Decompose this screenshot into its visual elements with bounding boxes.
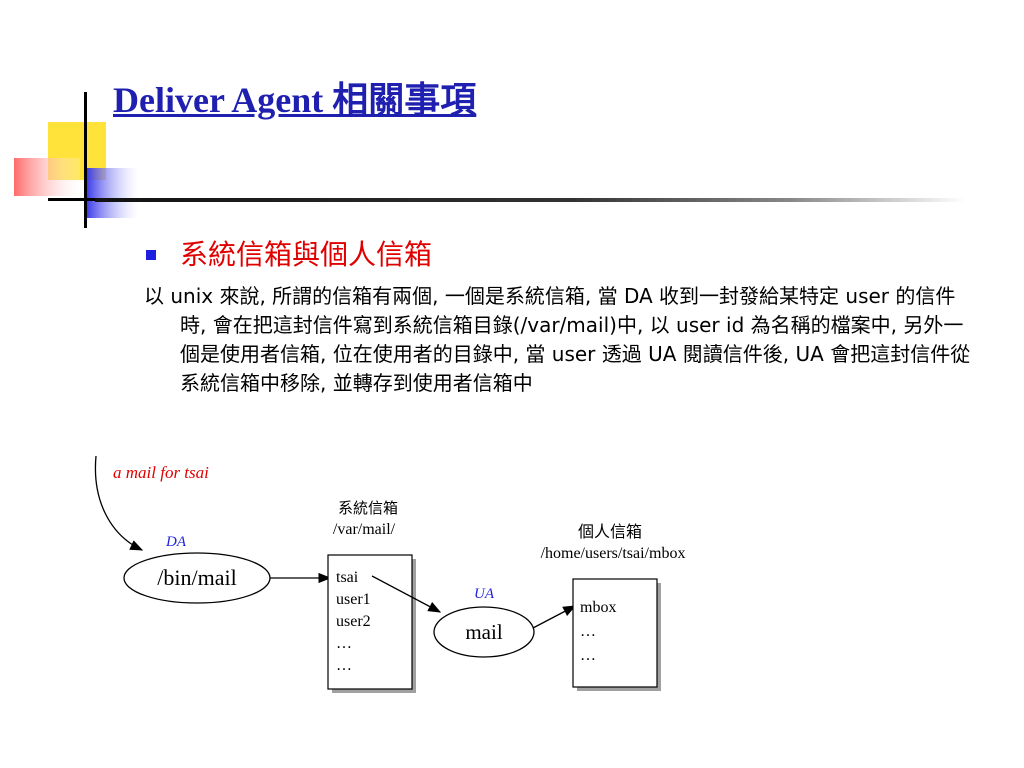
- section-body: 以 unix 來說, 所謂的信箱有兩個, 一個是系統信箱, 當 DA 收到一封發…: [144, 284, 971, 395]
- personal-mailbox-entries: mbox … …: [580, 599, 616, 664]
- system-mailbox-path: /var/mail/: [333, 521, 396, 538]
- personal-mailbox-path: /home/users/tsai/mbox: [541, 545, 686, 562]
- list-item: tsai: [336, 569, 359, 586]
- list-item: …: [336, 657, 352, 674]
- bullet-square-icon: [146, 250, 156, 260]
- system-to-ua-arrow: [371, 575, 442, 613]
- system-mailbox-entries: tsai user1 user2 … …: [336, 569, 371, 674]
- da-label: DA: [165, 534, 187, 550]
- bin-mail-label: /bin/mail: [157, 565, 236, 590]
- list-item: …: [336, 635, 352, 652]
- mail-for-label: a mail for tsai: [113, 463, 209, 482]
- incoming-mail-arrow: [94, 455, 144, 551]
- title-divider: [95, 198, 965, 202]
- mail-program-ellipse: [433, 606, 535, 658]
- corner-decoration: [14, 92, 138, 228]
- ua-label: UA: [474, 586, 495, 602]
- list-item: …: [580, 623, 596, 640]
- system-mailbox-title: 系統信箱: [338, 499, 398, 517]
- ua-to-personal-arrow: [532, 605, 577, 629]
- list-item: user2: [336, 613, 371, 630]
- personal-mailbox-title: 個人信箱: [578, 522, 642, 541]
- personal-mailbox-box: [572, 578, 658, 688]
- list-item: mbox: [580, 599, 616, 616]
- system-mailbox-box: [327, 554, 413, 690]
- list-item: user1: [336, 591, 371, 608]
- list-item: …: [580, 647, 596, 664]
- page-title: Deliver Agent 相關事項: [113, 80, 477, 120]
- mail-program-label: mail: [465, 620, 502, 644]
- section-heading: 系統信箱與個人信箱: [180, 238, 433, 271]
